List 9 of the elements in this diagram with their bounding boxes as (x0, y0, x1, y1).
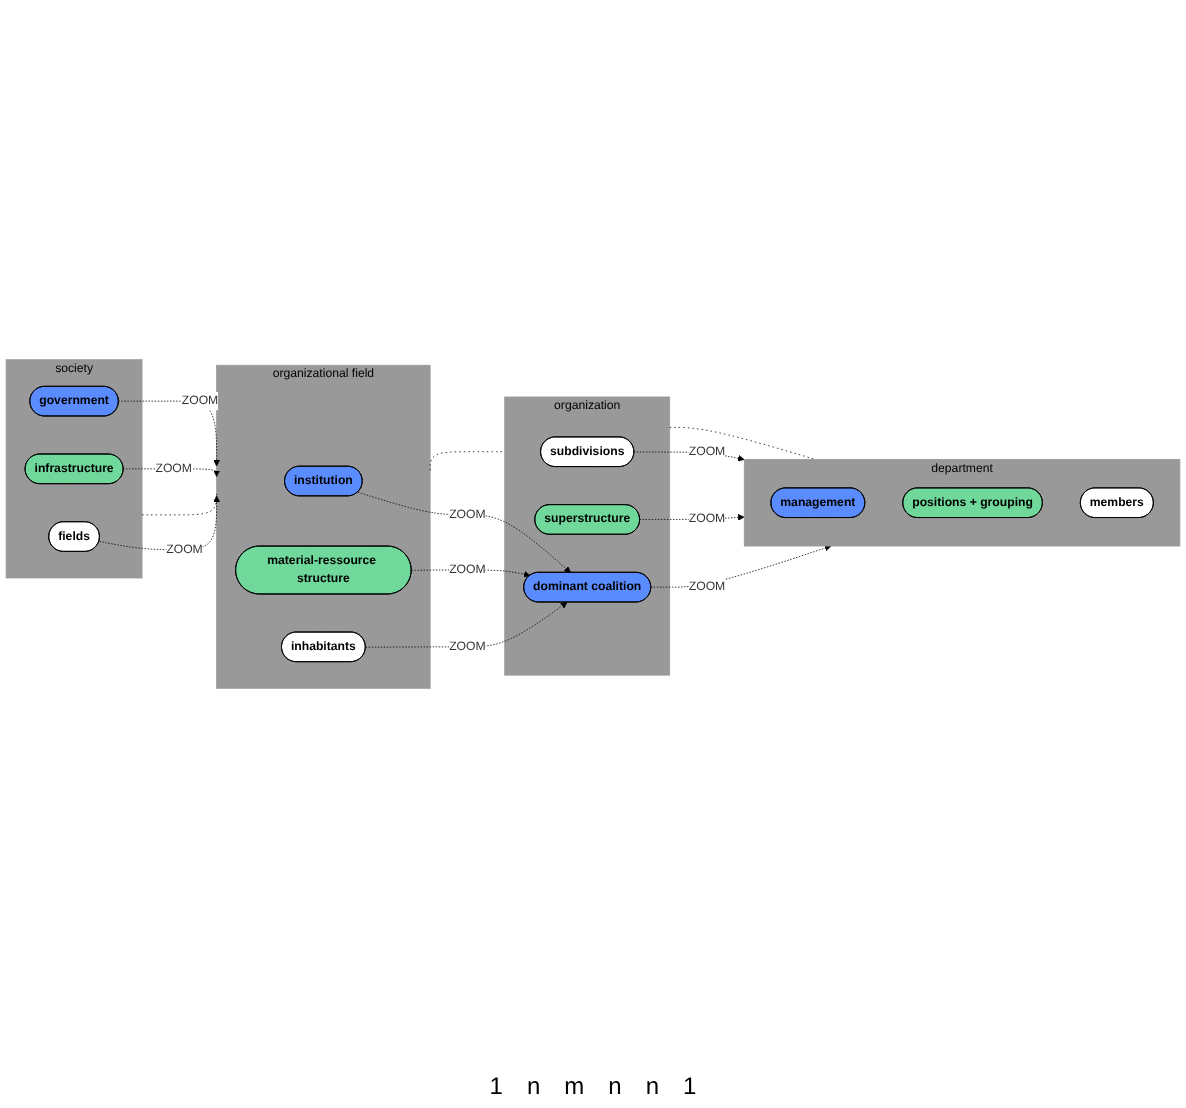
connector (141, 492, 217, 516)
cardinality-label: m (564, 1072, 585, 1100)
connector (429, 451, 506, 471)
connector (669, 427, 816, 460)
cardinality-label: 1 (683, 1072, 697, 1100)
cardinality-label: n (645, 1072, 660, 1100)
cardinality-label: n (608, 1072, 622, 1100)
cardinality-label: n (526, 1072, 541, 1100)
cardinality-label: 1 (489, 1072, 503, 1100)
